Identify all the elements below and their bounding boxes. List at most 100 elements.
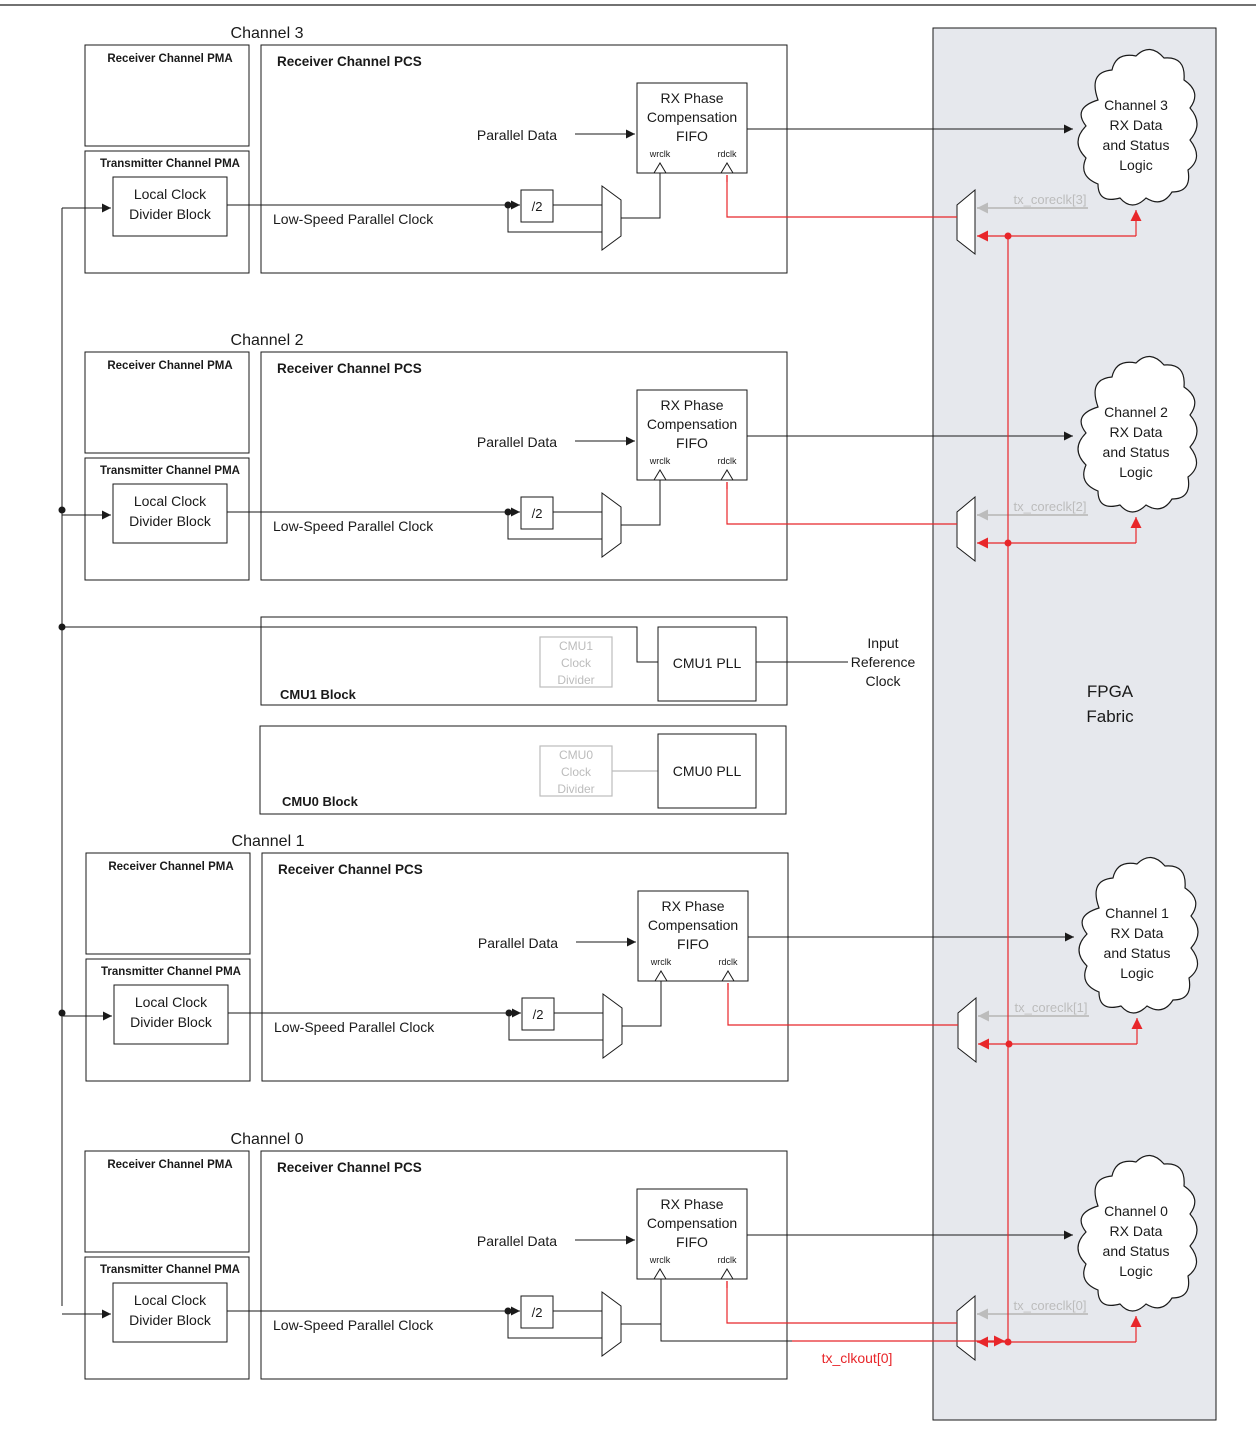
- div2-box: [520, 1295, 554, 1329]
- mux-to-wrclk-line: [621, 167, 661, 219]
- divider-label-line1: Local Clock: [134, 1292, 207, 1308]
- tx-pma-box: [84, 457, 250, 581]
- tx-pma-box: [84, 1256, 250, 1380]
- mux-to-wrclk-line: [621, 474, 661, 526]
- logic-label-line4: Logic: [1119, 157, 1152, 173]
- cmu1-clock-divider: [539, 636, 613, 688]
- div2-box: [521, 997, 555, 1031]
- fifo-label-line1: RX Phase: [660, 397, 723, 413]
- local-clock-divider: [112, 1282, 228, 1343]
- rx-pcs-label: Receiver Channel PCS: [277, 1160, 422, 1175]
- mux-to-rdclk-line: [727, 983, 958, 1026]
- parallel-data-label: Parallel Data: [478, 935, 558, 951]
- div2-label: /2: [532, 199, 543, 214]
- cmu1-pll: [657, 626, 757, 702]
- bypass-to-mux-line: [507, 1311, 602, 1339]
- local-clock-divider: [112, 176, 228, 237]
- div2-box: [520, 496, 554, 530]
- local-clock-divider: [112, 483, 228, 544]
- parallel-data-label: Parallel Data: [477, 1233, 557, 1249]
- mux-to-rdclk-line: [726, 1281, 957, 1324]
- rx-pcs-box: [260, 1150, 788, 1380]
- parallel-data-label: Parallel Data: [477, 434, 557, 450]
- fabric-label-line1: FPGA: [1087, 682, 1134, 701]
- rdclk-clock-triangle: [720, 469, 734, 481]
- low-speed-clock-label: Low-Speed Parallel Clock: [274, 1019, 435, 1035]
- tx-coreclk-label: tx_coreclk[1]: [1015, 1000, 1088, 1015]
- fabric-clock-mux: [956, 495, 976, 563]
- tx-pma-label: Transmitter Channel PMA: [100, 1264, 240, 1276]
- wrclk-clock-triangle: [653, 469, 667, 481]
- cmu0-pll: [657, 733, 757, 809]
- rx-pcs-label: Receiver Channel PCS: [278, 862, 423, 877]
- logic-label-line1: Channel 2: [1104, 404, 1168, 420]
- cmu1-pll-label: CMU1 PLL: [673, 655, 742, 671]
- fifo-label-line2: Compensation: [648, 917, 738, 933]
- rdclk-clock-triangle: [720, 1268, 734, 1280]
- tx-pma-label: Transmitter Channel PMA: [100, 158, 240, 170]
- div2-box: [520, 189, 554, 223]
- tx-pma-box: [84, 150, 250, 274]
- cmu0-pll-label: CMU0 PLL: [673, 763, 742, 779]
- rx-logic-cloud: [1077, 355, 1198, 513]
- rx-pma-box: [85, 852, 251, 955]
- rx-pcs-box: [260, 351, 788, 581]
- rx-pma-box: [84, 351, 250, 454]
- bypass-to-mux-line: [507, 205, 602, 233]
- rdclk-label: rdclk: [717, 1255, 737, 1265]
- rdclk-clock-triangle: [721, 970, 735, 982]
- rx-pma-box: [84, 44, 250, 147]
- clock-mux: [601, 185, 622, 251]
- divider-label-line2: Divider Block: [129, 206, 212, 222]
- input-ref-clock-line1: Input: [867, 635, 898, 651]
- logic-label-line3: and Status: [1103, 1243, 1170, 1259]
- cmu0-divider-line1: CMU0: [559, 748, 593, 762]
- bypass-to-mux-line: [507, 512, 602, 540]
- logic-label-line3: and Status: [1103, 137, 1170, 153]
- logic-label-line3: and Status: [1103, 444, 1170, 460]
- rx-pma-label: Receiver Channel PMA: [107, 360, 232, 372]
- fifo-label-line3: FIFO: [676, 1234, 708, 1250]
- channels: Channel 3 Receiver Channel PMA Transmitter…: [62, 25, 1199, 1380]
- mux-to-rdclk-line: [726, 175, 957, 218]
- fifo-label-line1: RX Phase: [660, 1196, 723, 1212]
- cmu1-divider-line1: CMU1: [559, 639, 593, 653]
- logic-label-line2: RX Data: [1110, 1223, 1163, 1239]
- wrclk-clock-triangle: [653, 1268, 667, 1280]
- input-ref-clock-line3: Clock: [865, 673, 901, 689]
- logic-label-line4: Logic: [1120, 965, 1153, 981]
- cmu1-divider-line3: Divider: [557, 673, 594, 687]
- fabric-clock-mux: [956, 1294, 976, 1362]
- rx-pcs-label: Receiver Channel PCS: [277, 54, 422, 69]
- channel-title: Channel 3: [231, 25, 304, 42]
- logic-label-line2: RX Data: [1110, 117, 1163, 133]
- cmu0-block-label: CMU0 Block: [282, 794, 359, 809]
- rdclk-label: rdclk: [717, 149, 737, 159]
- mux-to-rdclk-line: [726, 482, 957, 525]
- logic-label-line1: Channel 1: [1105, 905, 1169, 921]
- div2-label: /2: [533, 1007, 544, 1022]
- fifo-label-line2: Compensation: [647, 109, 737, 125]
- rx-pcs-box: [261, 852, 789, 1082]
- rx-pma-label: Receiver Channel PMA: [108, 861, 233, 873]
- fabric-clock-mux: [957, 996, 977, 1064]
- wrclk-label: wrclk: [649, 1255, 671, 1265]
- rx-logic-cloud: [1078, 856, 1199, 1014]
- fifo-label-line3: FIFO: [676, 435, 708, 451]
- logic-label-line2: RX Data: [1110, 424, 1163, 440]
- div2-label: /2: [532, 506, 543, 521]
- rx-pma-label: Receiver Channel PMA: [107, 53, 232, 65]
- clock-spine: [58, 208, 66, 1306]
- rx-logic-cloud: [1077, 1154, 1198, 1312]
- tx-coreclk-label: tx_coreclk[2]: [1014, 499, 1087, 514]
- wrclk-to-clkout-line: [660, 1273, 792, 1342]
- rdclk-clock-triangle: [720, 162, 734, 174]
- tx-pma-box: [85, 958, 251, 1082]
- wrclk-clock-triangle: [654, 970, 668, 982]
- low-speed-clock-label: Low-Speed Parallel Clock: [273, 211, 434, 227]
- rx-pcs-box: [260, 44, 788, 274]
- local-clock-divider: [113, 984, 229, 1045]
